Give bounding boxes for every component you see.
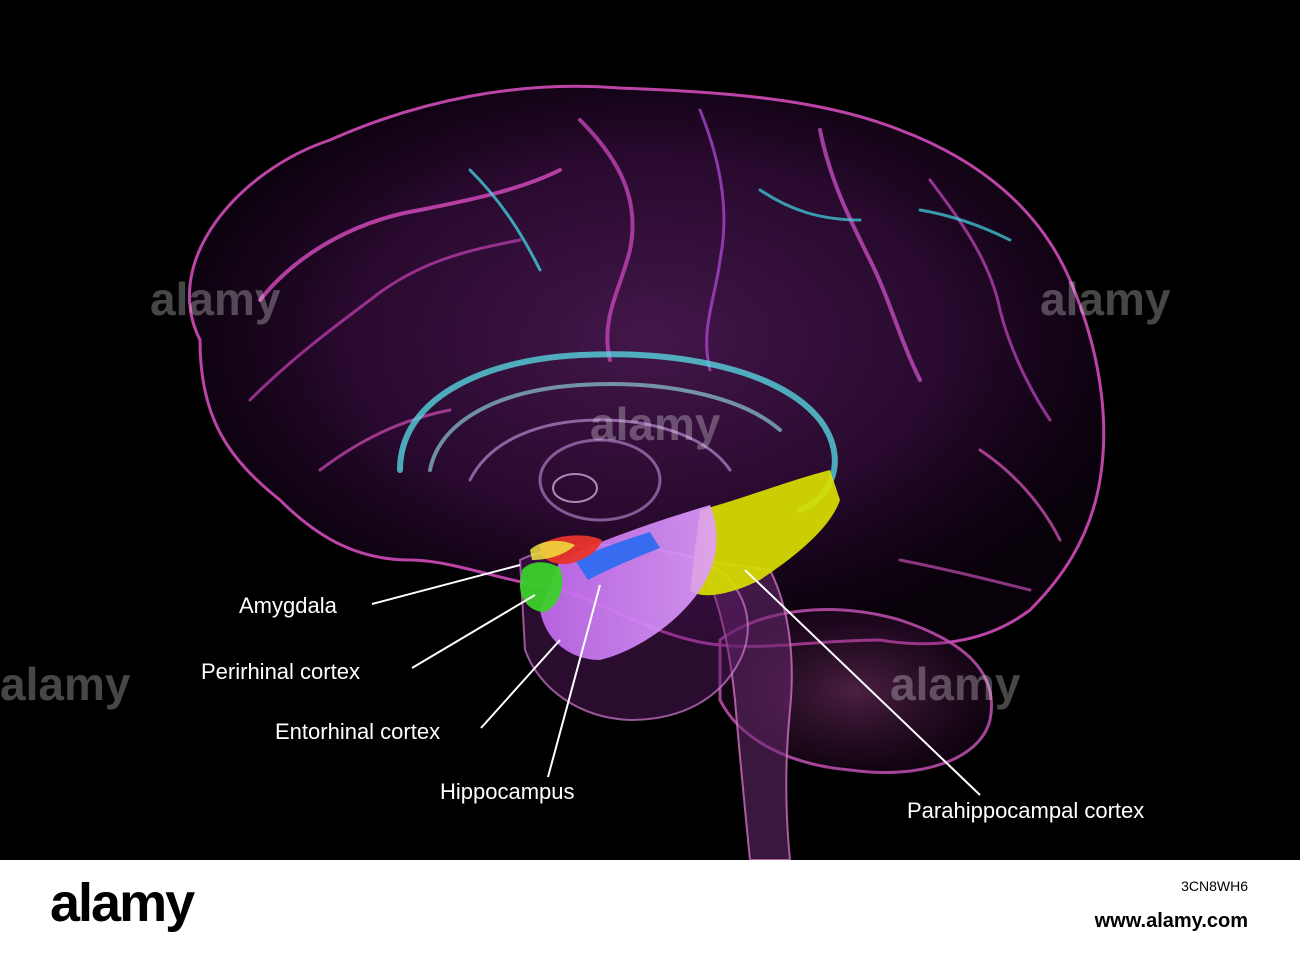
alamy-logo: alamy [50,873,195,933]
gyri-lines [248,108,1062,592]
label-parahippocampal-cortex: Parahippocampal cortex [907,798,1145,823]
label-hippocampus: Hippocampus [440,779,575,804]
leader-lines [371,564,981,796]
svg-text:alamy: alamy [890,658,1021,710]
entorhinal-cortex-shape [575,532,660,580]
svg-text:alamy: alamy [590,398,721,450]
corpus-callosum [397,351,838,513]
parahippocampal-cortex-shape [690,470,840,596]
hippocampus-shape [540,505,717,660]
brainstem-shape [698,558,793,860]
watermark-text: alamy [150,273,281,325]
perirhinal-cortex-shape [520,562,563,612]
svg-text:alamy: alamy [1040,273,1171,325]
site-url: www.alamy.com [1094,910,1248,932]
footer-bar: alamy 3CN8WH6 www.alamy.com [0,860,1300,956]
brain-illustration: alamy alamy alamy alamy alamy [0,84,1171,860]
image-id: 3CN8WH6 [1181,878,1248,894]
svg-text:alamy: alamy [0,658,131,710]
label-amygdala: Amygdala [239,593,337,618]
thalamus-shape [538,438,662,522]
watermark-layer: alamy alamy alamy alamy alamy [0,273,1171,710]
label-entorhinal-cortex: Entorhinal cortex [275,719,441,744]
cerebrum-shape [187,84,1106,648]
label-perirhinal-cortex: Perirhinal cortex [201,659,360,684]
